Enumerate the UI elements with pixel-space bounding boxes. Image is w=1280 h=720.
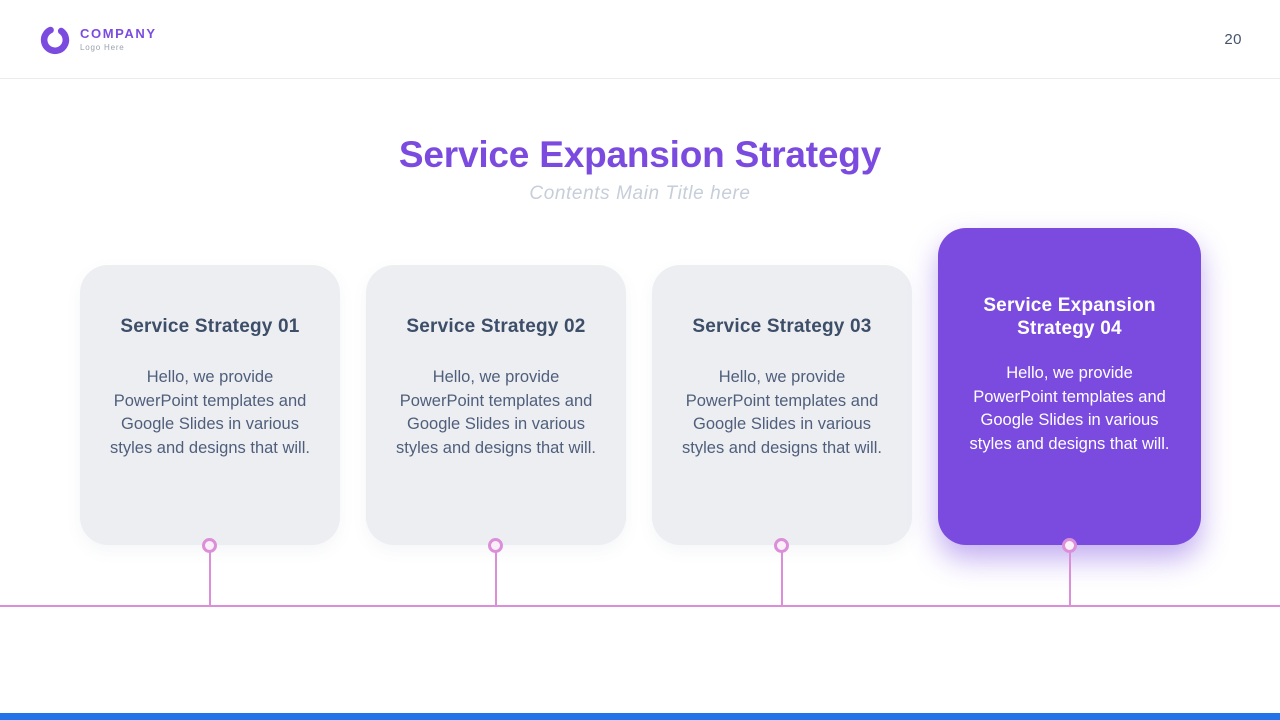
timeline-horizontal-line <box>0 605 1280 607</box>
timeline-connector-line <box>781 552 783 606</box>
cards-row: Service Strategy 01 Hello, we provide Po… <box>80 228 1201 606</box>
card-title: Service Expansion Strategy 04 <box>983 295 1156 339</box>
timeline-connector-line <box>495 552 497 606</box>
strategy-card-01: Service Strategy 01 Hello, we provide Po… <box>80 265 340 545</box>
slide-subtitle: Contents Main Title here <box>529 183 751 204</box>
card-wrap: Service Strategy 03 Hello, we provide Po… <box>652 265 912 606</box>
page-number: 20 <box>1224 30 1242 48</box>
card-wrap: Service Strategy 02 Hello, we provide Po… <box>366 265 626 606</box>
timeline-dot-icon <box>1061 538 1077 553</box>
timeline-dot-icon <box>488 538 503 553</box>
logo-tagline: Logo Here <box>80 43 125 52</box>
card-title: Service Strategy 01 <box>120 316 300 337</box>
card-wrap: Service Strategy 01 Hello, we provide Po… <box>80 265 340 606</box>
company-logo: COMPANY Logo Here <box>38 21 157 57</box>
slide-title: Service Expansion Strategy <box>398 134 882 175</box>
card-wrap: Service Expansion Strategy 04 Hello, we … <box>938 228 1201 606</box>
card-body-text: Hello, we provide PowerPoint templates a… <box>969 364 1170 453</box>
strategy-card-04-highlighted: Service Expansion Strategy 04 Hello, we … <box>938 228 1201 545</box>
card-body-text: Hello, we provide PowerPoint templates a… <box>682 368 882 457</box>
timeline-connector-line <box>1068 552 1071 606</box>
title-block: Service Expansion Strategy Contents Main… <box>0 134 1280 205</box>
ring-logo-icon <box>40 25 70 55</box>
timeline-connector-line <box>209 552 211 606</box>
footer-accent-bar <box>0 713 1280 720</box>
strategy-card-03: Service Strategy 03 Hello, we provide Po… <box>652 265 912 545</box>
card-body-text: Hello, we provide PowerPoint templates a… <box>110 368 310 457</box>
card-title: Service Strategy 03 <box>692 316 872 337</box>
slide-header: COMPANY Logo Here 20 <box>0 0 1280 79</box>
timeline-dot-icon <box>202 538 217 553</box>
logo-text-block: COMPANY Logo Here <box>80 26 157 52</box>
timeline-dot-icon <box>774 538 789 553</box>
card-body-text: Hello, we provide PowerPoint templates a… <box>396 368 596 457</box>
card-title: Service Strategy 02 <box>406 316 586 337</box>
logo-company-name: COMPANY <box>80 26 157 41</box>
strategy-card-02: Service Strategy 02 Hello, we provide Po… <box>366 265 626 545</box>
